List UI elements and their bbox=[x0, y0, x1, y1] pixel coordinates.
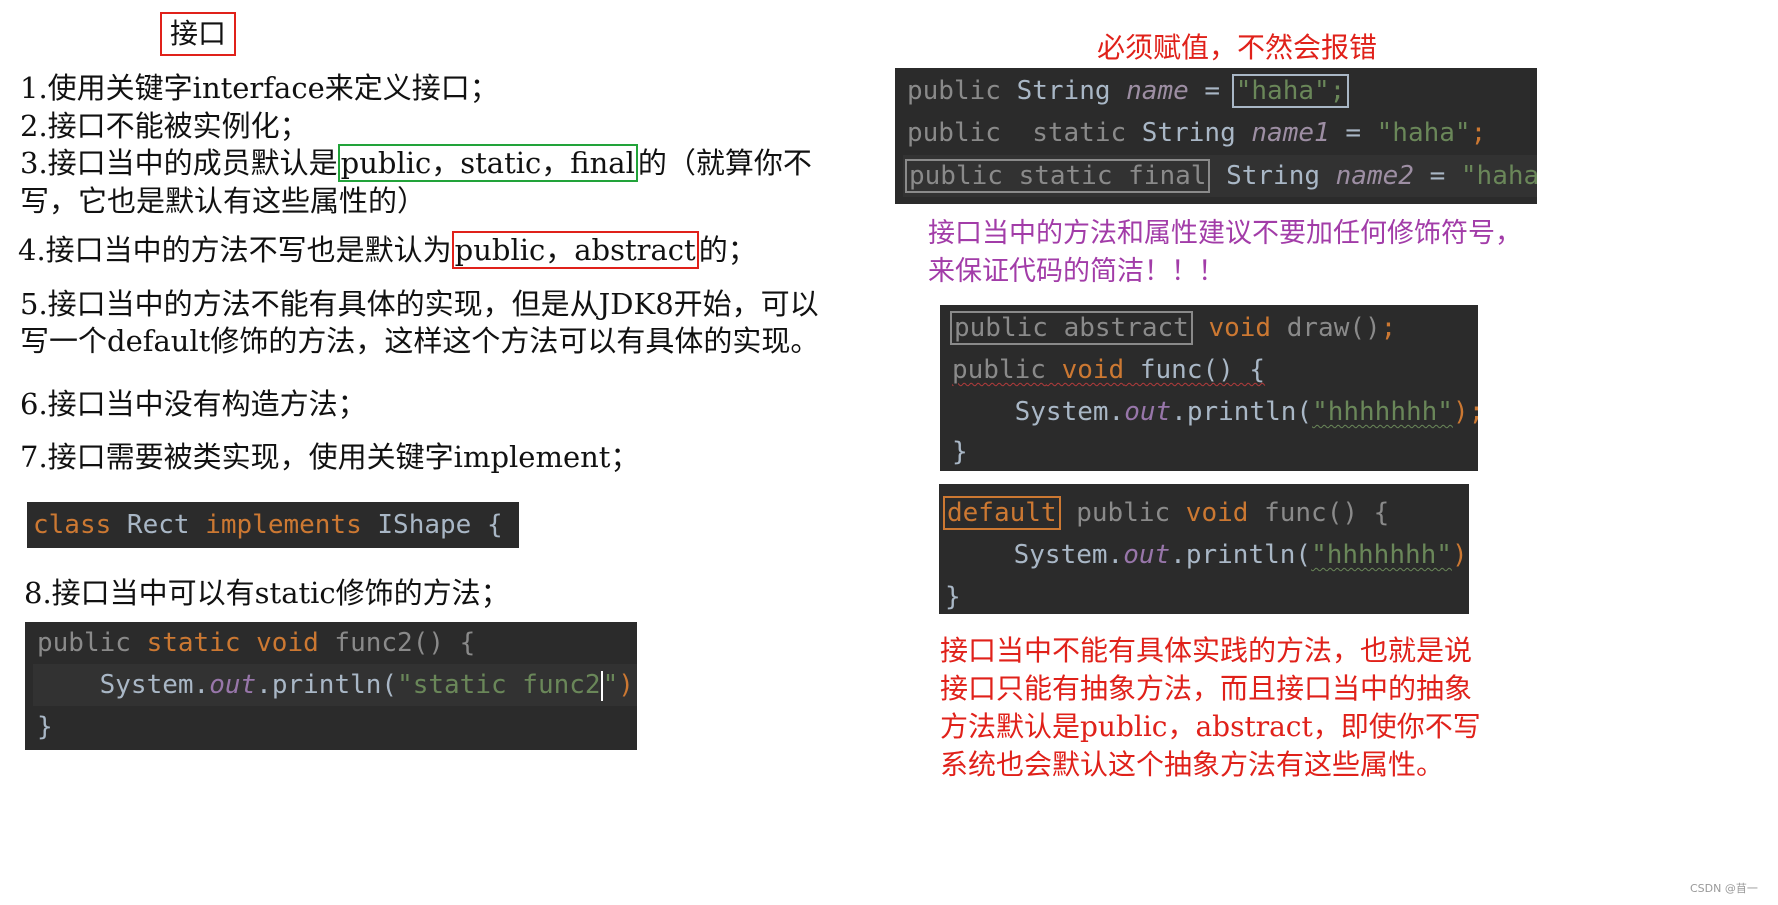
code-func-end: ); bbox=[1452, 397, 1478, 427]
code-void: void bbox=[256, 628, 319, 658]
note-abstract-line-2: 接口只能有抽象方法，而且接口当中的抽象 bbox=[940, 672, 1473, 705]
code-keyword-implements: implements bbox=[205, 510, 362, 540]
code-field-name: name bbox=[1126, 76, 1189, 106]
note-no-modifiers-line-2: 来保证代码的简洁！！！ bbox=[928, 256, 1225, 287]
code-func-system: System. bbox=[1014, 397, 1125, 427]
point-4-boxed-modifiers: public，abstract bbox=[451, 231, 699, 269]
code-field1-eq: = bbox=[1329, 118, 1377, 148]
code-close-brace: } bbox=[37, 712, 53, 742]
code-func-void: void bbox=[1045, 355, 1125, 385]
code-public: public bbox=[37, 628, 147, 658]
code-field1-semi: ; bbox=[1470, 118, 1487, 148]
code-field1-type: String bbox=[1126, 118, 1252, 148]
note-abstract-line-3: 方法默认是public，abstract，即使你不写 bbox=[940, 710, 1481, 743]
code-fields: public String name = "haha"; public stat… bbox=[895, 68, 1537, 204]
code-default-println: .println( bbox=[1170, 540, 1312, 570]
note-abstract-line-1: 接口当中不能有具体实践的方法，也就是说 bbox=[940, 634, 1473, 667]
note-abstract-line-4: 系统也会默认这个抽象方法有这些属性。 bbox=[940, 748, 1445, 781]
code-string-static-func2: "static func2 bbox=[397, 670, 601, 700]
point-5-line-1: 5.接口当中的方法不能有具体的实现，但是从JDK8开始，可以 bbox=[20, 287, 819, 321]
code-out: out bbox=[209, 670, 257, 700]
code-abstract-modifiers-boxed: public abstract bbox=[950, 311, 1193, 345]
note-must-assign: 必须赋值，不然会报错 bbox=[1097, 31, 1378, 64]
code-field2-eq: = bbox=[1413, 161, 1461, 191]
point-8: 8.接口当中可以有static修饰的方法； bbox=[24, 576, 510, 610]
code-func-signature: func() { bbox=[1124, 355, 1266, 385]
code-field-eq: = bbox=[1188, 76, 1236, 106]
point-3-boxed-modifiers: public，static，final bbox=[337, 144, 638, 182]
code-default-string: "hhhhhhh" bbox=[1311, 540, 1452, 570]
code-default-public: public bbox=[1060, 498, 1171, 528]
code-default-keyword-boxed: default bbox=[943, 496, 1061, 530]
point-3-line-2: 写，它也是默认有这些属性的） bbox=[20, 184, 427, 218]
page-title: 接口 bbox=[160, 12, 237, 56]
code-field-type: String bbox=[1000, 76, 1127, 106]
point-3-suffix: 的（就算你不 bbox=[637, 146, 812, 180]
code-default-out: out bbox=[1123, 540, 1171, 570]
code-func-close-brace: } bbox=[952, 437, 968, 467]
code-func2-signature: func2() { bbox=[318, 628, 476, 658]
code-field-public: public bbox=[907, 76, 1001, 106]
code-field1-name: name1 bbox=[1251, 118, 1330, 148]
code-abstract-draw: draw() bbox=[1271, 313, 1381, 343]
code-func-println: .println( bbox=[1171, 397, 1313, 427]
code-static-method: public static void func2() { System.out.… bbox=[25, 622, 637, 750]
point-4-suffix: 的； bbox=[698, 233, 757, 267]
point-7: 7.接口需要被类实现，使用关键字implement； bbox=[20, 440, 640, 474]
code-abstract-method: public abstract void draw(); public void… bbox=[940, 305, 1478, 471]
code-default-end: ); bbox=[1451, 540, 1469, 570]
code-default-system: System. bbox=[1013, 540, 1124, 570]
code-default-method: default public void func() { System.out.… bbox=[939, 484, 1469, 614]
text-caret bbox=[600, 670, 603, 701]
code-println: .println( bbox=[256, 670, 398, 700]
code-default-void: void bbox=[1170, 498, 1249, 528]
code-field2-name: name2 bbox=[1335, 161, 1414, 191]
code-static: static bbox=[146, 628, 241, 658]
code-field1-value: "haha" bbox=[1376, 118, 1471, 148]
code-class-implements: class Rect implements IShape { bbox=[27, 502, 519, 548]
code-field-value-boxed: "haha"; bbox=[1231, 74, 1350, 108]
point-2: 2.接口不能被实例化； bbox=[20, 109, 309, 143]
point-3-prefix: 3.接口当中的成员默认是 bbox=[20, 146, 338, 180]
code-default-close-brace: } bbox=[945, 582, 961, 612]
code-func-out: out bbox=[1124, 397, 1172, 427]
code-default-signature: func() { bbox=[1248, 498, 1390, 528]
code-statement-end: ); bbox=[618, 670, 637, 700]
code-interface-name: IShape { bbox=[361, 510, 503, 540]
note-no-modifiers-line-1: 接口当中的方法和属性建议不要加任何修饰符号， bbox=[928, 218, 1522, 249]
point-4-prefix: 4.接口当中的方法不写也是默认为 bbox=[18, 233, 452, 267]
code-field2-type: String bbox=[1210, 161, 1336, 191]
code-class-name: Rect bbox=[111, 510, 206, 540]
code-func-public: public bbox=[952, 355, 1046, 385]
code-func-string: "hhhhhhh" bbox=[1312, 397, 1453, 427]
point-6: 6.接口当中没有构造方法； bbox=[20, 387, 367, 421]
watermark: CSDN @苜一 bbox=[1690, 882, 1758, 895]
point-5-line-2: 写一个default修饰的方法，这样这个方法可以有具体的实现。 bbox=[20, 324, 820, 358]
code-system: System. bbox=[99, 670, 210, 700]
code-string-close-quote: " bbox=[602, 670, 619, 700]
code-field2-value: "haha" bbox=[1460, 161, 1537, 191]
code-field2-modifiers-boxed: public static final bbox=[905, 159, 1211, 193]
code-abstract-void: void bbox=[1192, 313, 1272, 343]
code-field1-modifiers: public static bbox=[907, 118, 1127, 148]
code-abstract-semi: ; bbox=[1380, 313, 1397, 343]
code-keyword-class: class bbox=[33, 510, 112, 540]
code-field-value: "haha"; bbox=[1235, 76, 1346, 106]
point-1: 1.使用关键字interface来定义接口； bbox=[20, 71, 499, 105]
